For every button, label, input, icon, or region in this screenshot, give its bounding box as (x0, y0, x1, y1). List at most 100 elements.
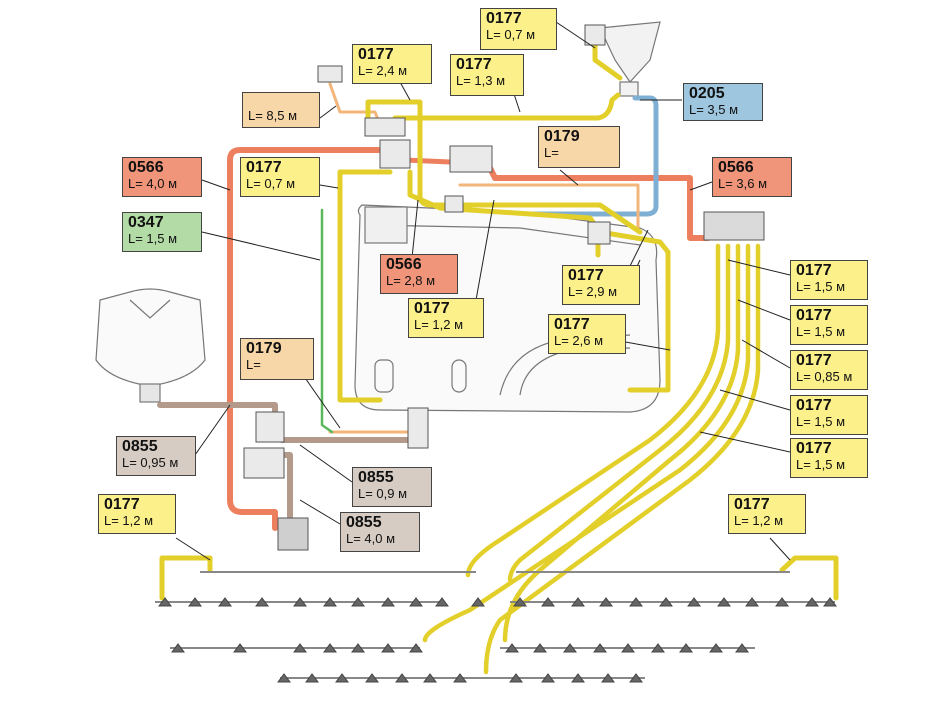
nozzle-icon (351, 643, 365, 653)
hose-length: L= 0,9 м (358, 485, 408, 501)
hose-code: 0177 (104, 496, 140, 513)
rinse-tank (95, 288, 206, 403)
nozzle-icon (541, 597, 555, 607)
nozzle-icon (601, 673, 615, 683)
nozzle-icon (513, 597, 527, 607)
hose-length: L= 8,5 м (248, 108, 298, 123)
nozzle-icon (409, 643, 423, 653)
nozzle-icon (735, 643, 749, 653)
nozzle-icon (233, 643, 247, 653)
nozzle-icon (571, 597, 585, 607)
nozzle-icon (188, 597, 202, 607)
hose-length: L= 1,3 м (456, 72, 506, 88)
hose-code: 0177 (734, 496, 770, 513)
hose-code: 0177 (456, 56, 492, 73)
nozzle-icon (435, 597, 449, 607)
hose-code: 0177 (414, 300, 450, 317)
nozzle-icon (335, 673, 349, 683)
hose-length: L= 1,5 м (796, 278, 846, 294)
nozzles (158, 597, 837, 683)
hose-code: 0855 (358, 469, 394, 486)
hose-code: 0177 (486, 10, 522, 27)
hose-0566-4-0 (227, 147, 398, 531)
nozzle-icon (745, 597, 759, 607)
hose-0177-0-7-top (592, 37, 623, 81)
hose-length: L= 2,6 м (554, 332, 604, 348)
hose-length: L= 3,6 м (718, 175, 768, 191)
hose-code: 0177 (554, 316, 590, 333)
hose-code: 0177 (246, 159, 282, 176)
hose-0566-2-8 (402, 157, 453, 165)
nozzle-icon (293, 597, 307, 607)
hose-0177-1-2-left (159, 555, 213, 601)
nozzle-icon (277, 673, 291, 683)
hose-0177-0-7 (337, 169, 393, 403)
hose-length: L= 4,0 м (128, 175, 178, 191)
hose-code: 0179 (544, 128, 580, 145)
nozzle-icon (255, 597, 269, 607)
hose-code: 0566 (718, 159, 754, 176)
hose-code: 0179 (246, 340, 282, 357)
hose-length: L= 0,7 м (246, 175, 296, 191)
nozzle-icon (533, 643, 547, 653)
nozzle-icon (563, 643, 577, 653)
nozzle-icon (593, 643, 607, 653)
hose-length: L= 1,5 м (796, 323, 846, 339)
nozzle-icon (709, 643, 723, 653)
nozzle-icon (629, 597, 643, 607)
nozzle-icon (599, 597, 613, 607)
nozzle-icon (571, 673, 585, 683)
hose-length: L= 1,5 м (796, 413, 846, 429)
nozzle-icon (381, 597, 395, 607)
hose-length: L= 2,4 м (358, 62, 408, 78)
nozzle-icon (293, 643, 307, 653)
hose-0177-boom-5 (483, 243, 761, 675)
hose-0177-boom-1 (465, 243, 721, 578)
nozzle-icon (218, 597, 232, 607)
hose-code: 0855 (122, 438, 158, 455)
nozzle-icon (395, 673, 409, 683)
hose-code: 0347 (128, 214, 164, 231)
nozzle-icon (453, 673, 467, 683)
hose-length: L= 1,5 м (128, 230, 178, 246)
nozzle-icon (471, 597, 485, 607)
nozzle-icon (323, 643, 337, 653)
hose-label-l5: L= 8,5 м (242, 92, 320, 128)
hoses (157, 37, 839, 675)
hose-code: 0855 (346, 514, 382, 531)
hose-length: L= 1,2 м (734, 512, 784, 528)
hose-code: 0177 (796, 307, 832, 324)
hose-0177-1-2-right (779, 555, 839, 601)
hose-code (248, 95, 314, 109)
nozzle-icon (351, 597, 365, 607)
hose-length: L= 0,95 м (122, 454, 179, 470)
hose-0566-3-6 (487, 165, 711, 241)
nozzle-icon (775, 597, 789, 607)
hose-length: L= (544, 144, 559, 160)
hose-peach-0179 (458, 183, 640, 234)
hose-0205 (527, 95, 659, 217)
mixing-hopper (599, 21, 661, 97)
hose-0177-boom-2 (507, 243, 731, 583)
nozzle-icon (805, 597, 819, 607)
hose-code: 0177 (796, 352, 832, 369)
hose-length: L= 0,7 м (486, 26, 536, 42)
hose-0177-boom-4 (422, 243, 751, 643)
hose-length: L= 1,5 м (796, 456, 846, 472)
nozzle-icon (323, 597, 337, 607)
